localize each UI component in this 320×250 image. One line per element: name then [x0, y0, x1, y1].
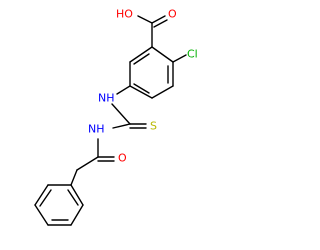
- structure-canvas: HO O Cl NH S NH O: [34, 7, 198, 226]
- chlorine-label: Cl: [187, 48, 198, 61]
- amide-oxygen-label: O: [118, 152, 127, 165]
- ring-double-bond: [133, 83, 150, 94]
- carboxylic-acid-group: HO O: [116, 8, 177, 48]
- molecule-structure-diagram: HO O Cl NH S NH O: [34, 8, 198, 226]
- ring-bond: [151, 46, 174, 63]
- chlorobenzoic-ring: [129, 46, 174, 99]
- sulfur-label: S: [150, 120, 157, 133]
- acid-oxygen-label: O: [168, 8, 177, 21]
- ring-bond: [151, 85, 174, 99]
- ring-bond: [34, 204, 49, 226]
- ring-double-bond: [39, 189, 52, 207]
- ring-bond: [129, 85, 153, 99]
- thiourea-linker: NH S NH: [88, 85, 157, 136]
- ring-bond: [129, 46, 153, 63]
- methylene-phenyl-bond: [70, 169, 78, 186]
- lower-nh-label: NH: [88, 123, 105, 136]
- ring-bond: [70, 184, 84, 206]
- hydroxyl-label: HO: [116, 8, 133, 21]
- acid-carbonyl-bond: [153, 19, 168, 28]
- ring-bond: [34, 184, 49, 206]
- nh-thiocarbonyl-bond: [111, 103, 131, 125]
- ring-double-bond: [133, 53, 150, 65]
- acid-carbonyl-bond: [151, 15, 166, 24]
- phenyl-ring: [34, 184, 84, 226]
- ring-double-bond: [67, 189, 79, 206]
- thiocarbonyl-nh-bond: [112, 123, 131, 129]
- amide-group: O: [70, 138, 127, 186]
- chlorine-bond: [172, 54, 187, 63]
- amide-methylene-bond: [76, 156, 99, 171]
- acid-oh-bond: [137, 15, 153, 24]
- chloro-substituent: Cl: [172, 48, 198, 63]
- upper-nh-label: NH: [98, 92, 115, 105]
- ring-nitrogen-bond: [116, 85, 131, 95]
- ring-bond: [70, 204, 84, 226]
